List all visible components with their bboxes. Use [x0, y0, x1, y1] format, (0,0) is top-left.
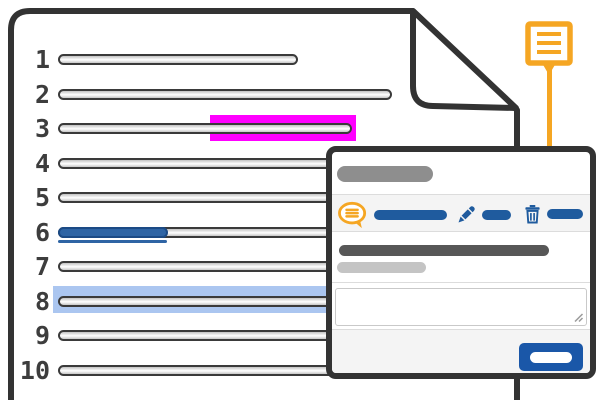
- annotation-popup: [326, 146, 596, 379]
- tool-label-placeholder: [374, 210, 447, 220]
- note-marker-icon[interactable]: [521, 20, 577, 78]
- tool-label-placeholder: [482, 210, 511, 220]
- line-number: 8: [34, 287, 50, 316]
- pencil-icon: [458, 206, 475, 223]
- folded-corner: [410, 8, 519, 111]
- delete-tool-button[interactable]: [524, 203, 583, 225]
- resize-handle-icon[interactable]: [572, 311, 584, 323]
- popup-title-placeholder: [337, 166, 433, 182]
- line-number: 6: [34, 218, 50, 247]
- blue-underline: [58, 240, 167, 243]
- reply-textarea[interactable]: [335, 288, 587, 326]
- comment-text-placeholder-light: [337, 262, 426, 273]
- line-number: 10: [19, 356, 50, 385]
- text-line-bar: [58, 123, 352, 134]
- line-number: 3: [34, 114, 50, 143]
- line-number: 1: [34, 45, 50, 74]
- popup-footer: [332, 329, 590, 373]
- blue-text-segment[interactable]: [58, 227, 168, 238]
- trash-icon: [525, 205, 540, 224]
- marker-stem: [547, 66, 552, 148]
- text-line-bar: [58, 54, 298, 65]
- text-line-bar: [58, 89, 392, 100]
- line-number: 5: [34, 183, 50, 212]
- line-number: 2: [34, 80, 50, 109]
- line-number: 7: [34, 252, 50, 281]
- comment-tool-button[interactable]: [337, 200, 447, 230]
- tool-label-placeholder: [547, 209, 583, 219]
- edit-tool-button[interactable]: [456, 204, 511, 226]
- comment-text-placeholder-dark: [339, 245, 549, 256]
- speech-bubble-icon: [338, 201, 367, 229]
- submit-button[interactable]: [519, 343, 583, 371]
- submit-label-placeholder: [530, 351, 572, 363]
- line-number: 9: [34, 321, 50, 350]
- divider: [332, 282, 590, 283]
- line-number: 4: [34, 149, 50, 178]
